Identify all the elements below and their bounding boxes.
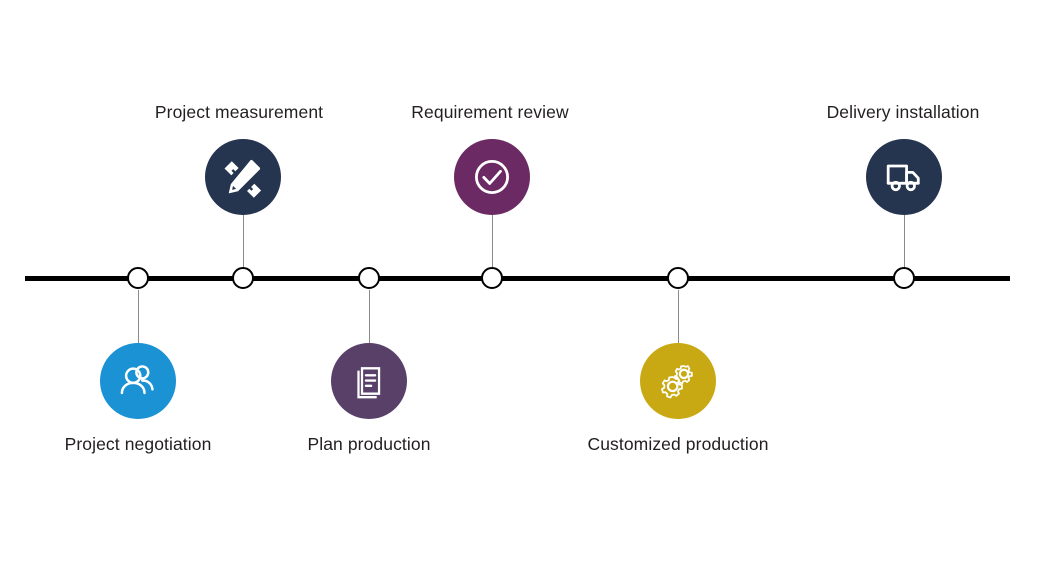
step-label-3: Plan production	[307, 434, 431, 454]
step-icon-bubble-5[interactable]	[640, 343, 716, 419]
delivery-truck-icon	[881, 154, 927, 200]
step-label-2: Project measurement	[154, 102, 324, 122]
step-label-4: Requirement review	[411, 102, 569, 122]
step-icon-bubble-2[interactable]	[205, 139, 281, 215]
users-group-icon	[115, 358, 161, 404]
timeline-node-marker-6[interactable]	[892, 266, 915, 289]
pencil-ruler-icon	[220, 154, 266, 200]
step-icon-bubble-3[interactable]	[331, 343, 407, 419]
timeline-connector-stem	[137, 289, 139, 343]
timeline-rail	[25, 275, 1010, 281]
documents-icon	[348, 360, 390, 402]
timeline-connector-stem	[903, 215, 905, 267]
timeline-node-marker-1[interactable]	[126, 266, 149, 289]
timeline-node-marker-2[interactable]	[231, 266, 254, 289]
step-label-5: Customized production	[587, 434, 769, 454]
timeline-connector-stem	[491, 215, 493, 267]
timeline-connector-stem	[242, 215, 244, 267]
step-label-1: Project negotiation	[64, 434, 212, 454]
step-icon-bubble-4[interactable]	[454, 139, 530, 215]
timeline-node-marker-3[interactable]	[357, 266, 380, 289]
timeline-node-marker-5[interactable]	[666, 266, 689, 289]
step-label-6: Delivery installation	[826, 102, 980, 122]
step-icon-bubble-6[interactable]	[866, 139, 942, 215]
check-circle-icon	[468, 153, 516, 201]
timeline-node-marker-4[interactable]	[480, 266, 503, 289]
timeline-connector-stem	[368, 289, 370, 343]
timeline-connector-stem	[677, 289, 679, 343]
gears-icon	[655, 358, 701, 404]
step-icon-bubble-1[interactable]	[100, 343, 176, 419]
